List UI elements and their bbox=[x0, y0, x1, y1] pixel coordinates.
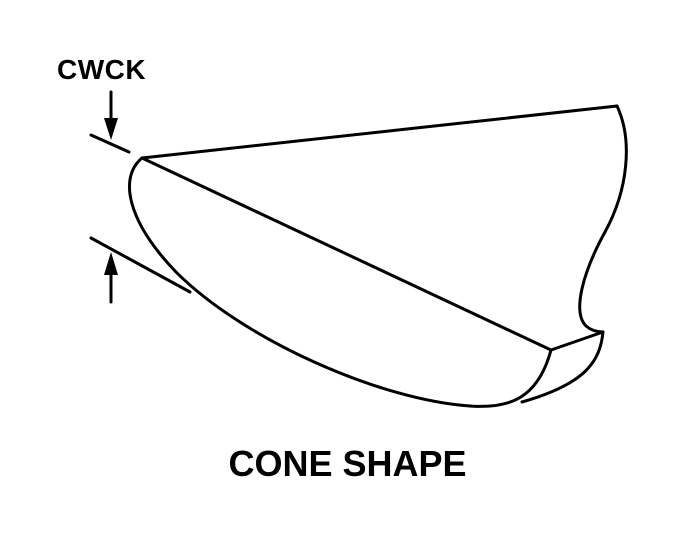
curved-bottom-surface bbox=[128, 156, 553, 408]
dimension-arrowhead-up bbox=[104, 252, 118, 275]
diagram-caption: CONE SHAPE bbox=[228, 443, 467, 484]
dimension-arrowhead-down bbox=[104, 118, 118, 140]
end-face-right bbox=[520, 330, 605, 404]
end-face-top bbox=[549, 330, 605, 352]
extension-line-lower bbox=[89, 236, 192, 294]
right-wavy-edge bbox=[578, 104, 628, 334]
dimension-label: CWCK bbox=[57, 54, 147, 85]
flat-face-diagonal bbox=[140, 156, 553, 352]
top-edge bbox=[140, 104, 619, 160]
extension-line-upper bbox=[89, 133, 131, 154]
